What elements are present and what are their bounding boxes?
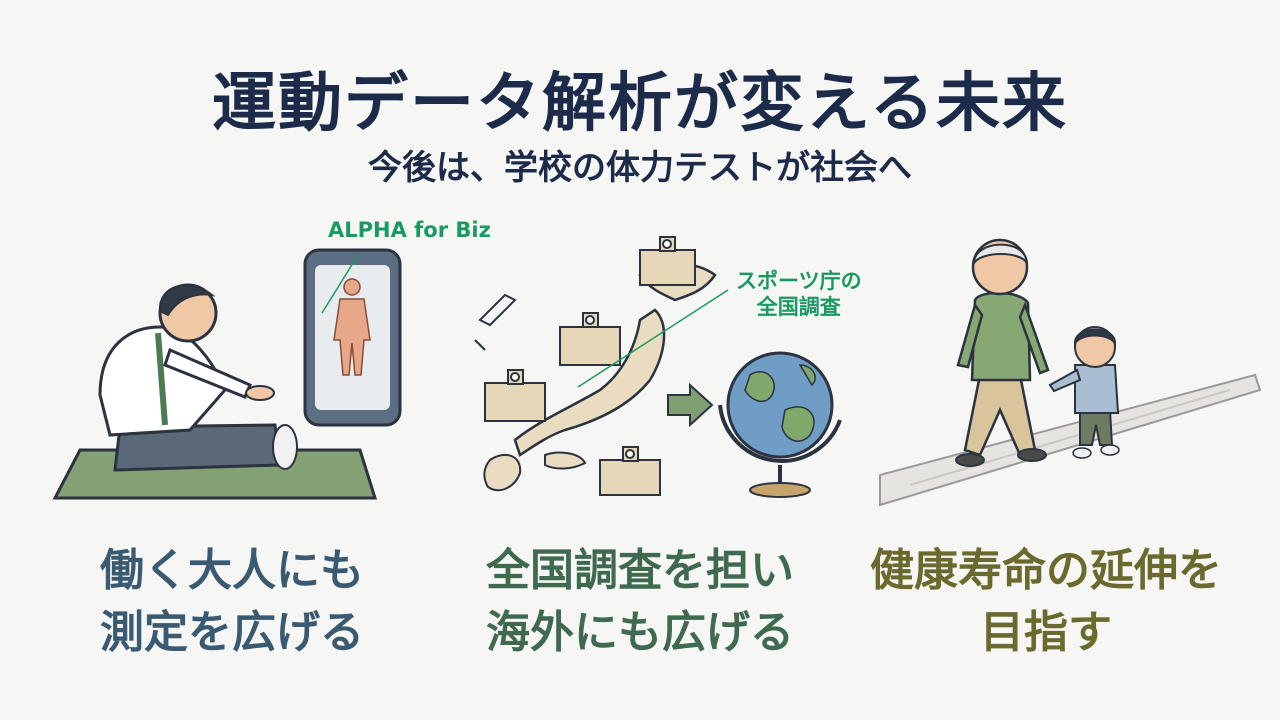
child-icon	[1048, 326, 1120, 459]
caption-line-2: 目指す	[980, 607, 1112, 658]
callout-alpha-for-biz: ALPHA for Biz	[328, 218, 491, 242]
caption-national-survey: 全国調査を担い 海外にも広げる	[440, 540, 840, 664]
panel-working-adults	[40, 215, 440, 515]
panel-healthy-life	[870, 215, 1270, 515]
caption-healthy-life: 健康寿命の延伸を 目指す	[846, 540, 1246, 664]
grandfather-child-walking-illustration	[879, 238, 1262, 507]
callout-sports-agency-survey: スポーツ庁の 全国調査	[736, 268, 862, 320]
globe-icon	[718, 351, 842, 498]
caption-line-2: 測定を広げる	[100, 607, 364, 658]
caption-line-1: 働く大人にも	[100, 545, 364, 596]
caption-working-adults: 働く大人にも 測定を広げる	[32, 540, 432, 664]
seated-stretch-illustration	[52, 248, 402, 500]
smartphone-body-scan-icon	[303, 248, 402, 427]
callout-line-2: 全国調査	[756, 295, 841, 319]
panel-national-survey	[460, 215, 860, 515]
japan-globe-illustration	[474, 236, 842, 498]
page-subtitle: 今後は、学校の体力テストが社会へ	[368, 148, 912, 188]
caption-line-2: 海外にも広げる	[486, 607, 794, 658]
callout-line-1: スポーツ庁の	[736, 269, 862, 293]
caption-line-1: 全国調査を担い	[486, 545, 794, 596]
elderly-man-icon	[955, 238, 1050, 467]
arrow-right-icon	[667, 382, 714, 428]
caption-line-1: 健康寿命の延伸を	[870, 545, 1222, 596]
page-title: 運動データ解析が変える未来	[211, 67, 1069, 141]
walking-path-icon	[879, 373, 1262, 507]
school-building-icon	[484, 236, 696, 496]
